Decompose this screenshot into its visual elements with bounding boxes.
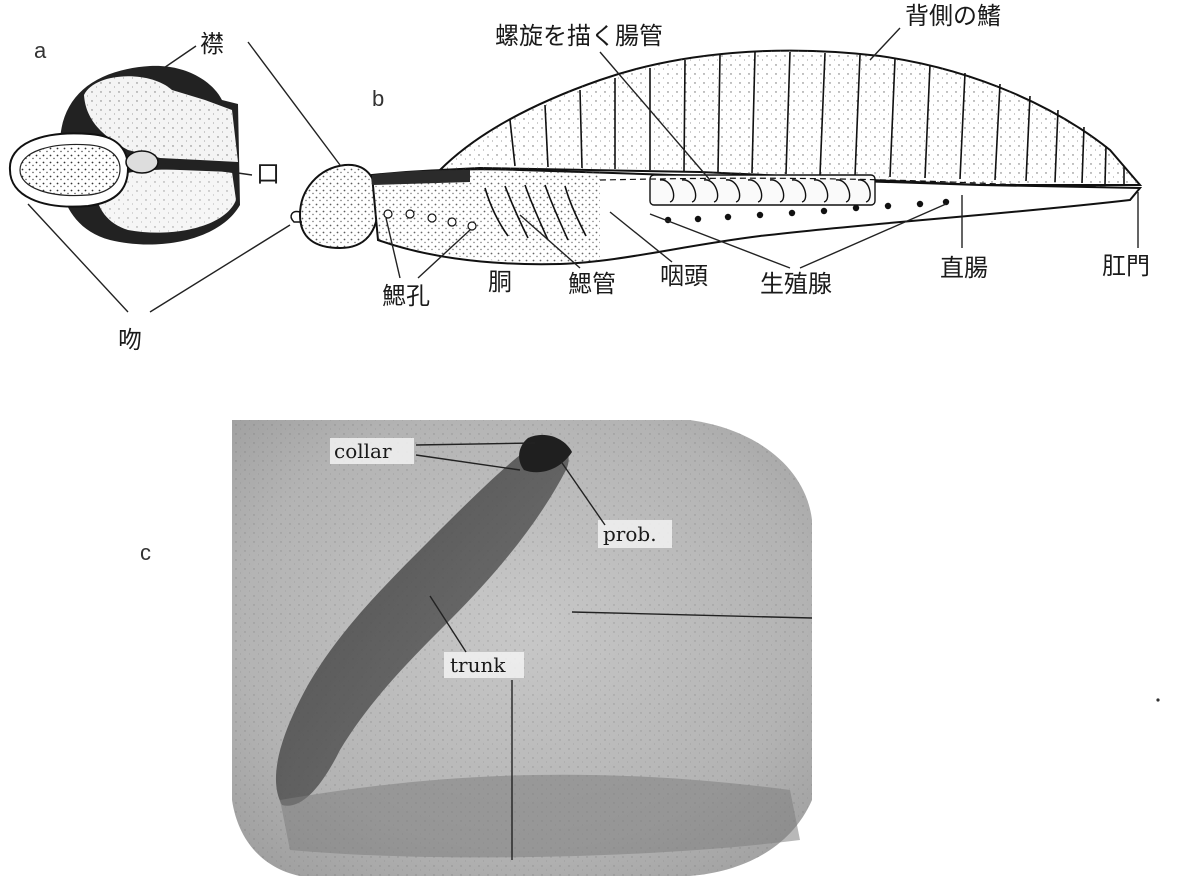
leader-collar-to-b bbox=[248, 42, 340, 165]
label-gill-pores: 鰓孔 bbox=[382, 282, 430, 310]
panel-letter-c: c bbox=[140, 540, 151, 565]
stray-dot bbox=[1156, 698, 1159, 701]
label-anus: 肛門 bbox=[1102, 252, 1150, 280]
label-trunk-c: trunk bbox=[450, 653, 506, 677]
panel-letter-b: b bbox=[372, 86, 384, 111]
proboscis-inner bbox=[20, 144, 120, 195]
label-gill-tubes: 鰓管 bbox=[568, 270, 616, 298]
label-proboscis-a: 吻 bbox=[118, 326, 142, 354]
label-gonads: 生殖腺 bbox=[760, 270, 832, 298]
leader-collar-a bbox=[158, 46, 196, 72]
figure-a: a 襟 口 吻 bbox=[10, 30, 290, 354]
panel-letter-a: a bbox=[34, 38, 47, 63]
proboscis-b-stipple bbox=[300, 165, 378, 248]
figure-c: c collar prob. trunk bbox=[140, 420, 812, 876]
leader-dorsal-fin bbox=[870, 28, 900, 60]
label-dorsal-fin: 背側の鰭 bbox=[905, 2, 1001, 30]
label-collar-c: collar bbox=[334, 439, 392, 463]
label-rectum: 直腸 bbox=[940, 254, 988, 282]
label-spiral-gut: 螺旋を描く腸管 bbox=[495, 22, 663, 50]
label-proboscis-c: prob. bbox=[603, 522, 657, 546]
label-trunk-b: 胴 bbox=[488, 268, 512, 296]
label-collar-a: 襟 bbox=[200, 30, 224, 58]
mouth-opening bbox=[126, 151, 158, 173]
label-mouth: 口 bbox=[256, 160, 280, 188]
figure-b: b bbox=[248, 2, 1150, 310]
label-pharynx: 咽頭 bbox=[660, 262, 708, 290]
